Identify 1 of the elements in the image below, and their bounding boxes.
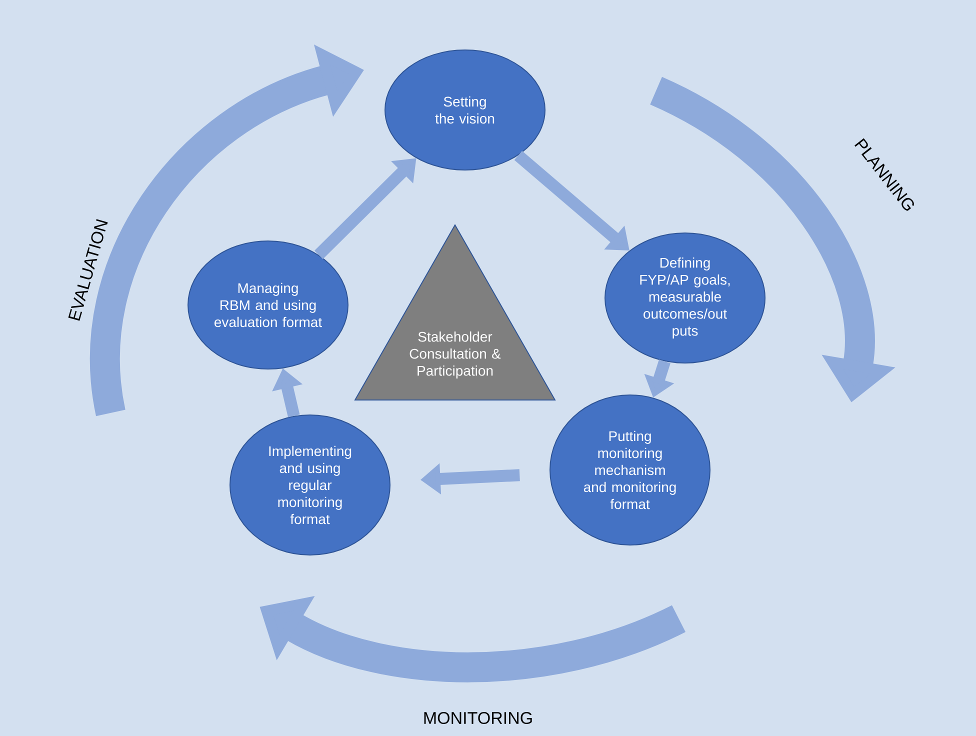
stage-label: MONITORING — [424, 712, 532, 724]
